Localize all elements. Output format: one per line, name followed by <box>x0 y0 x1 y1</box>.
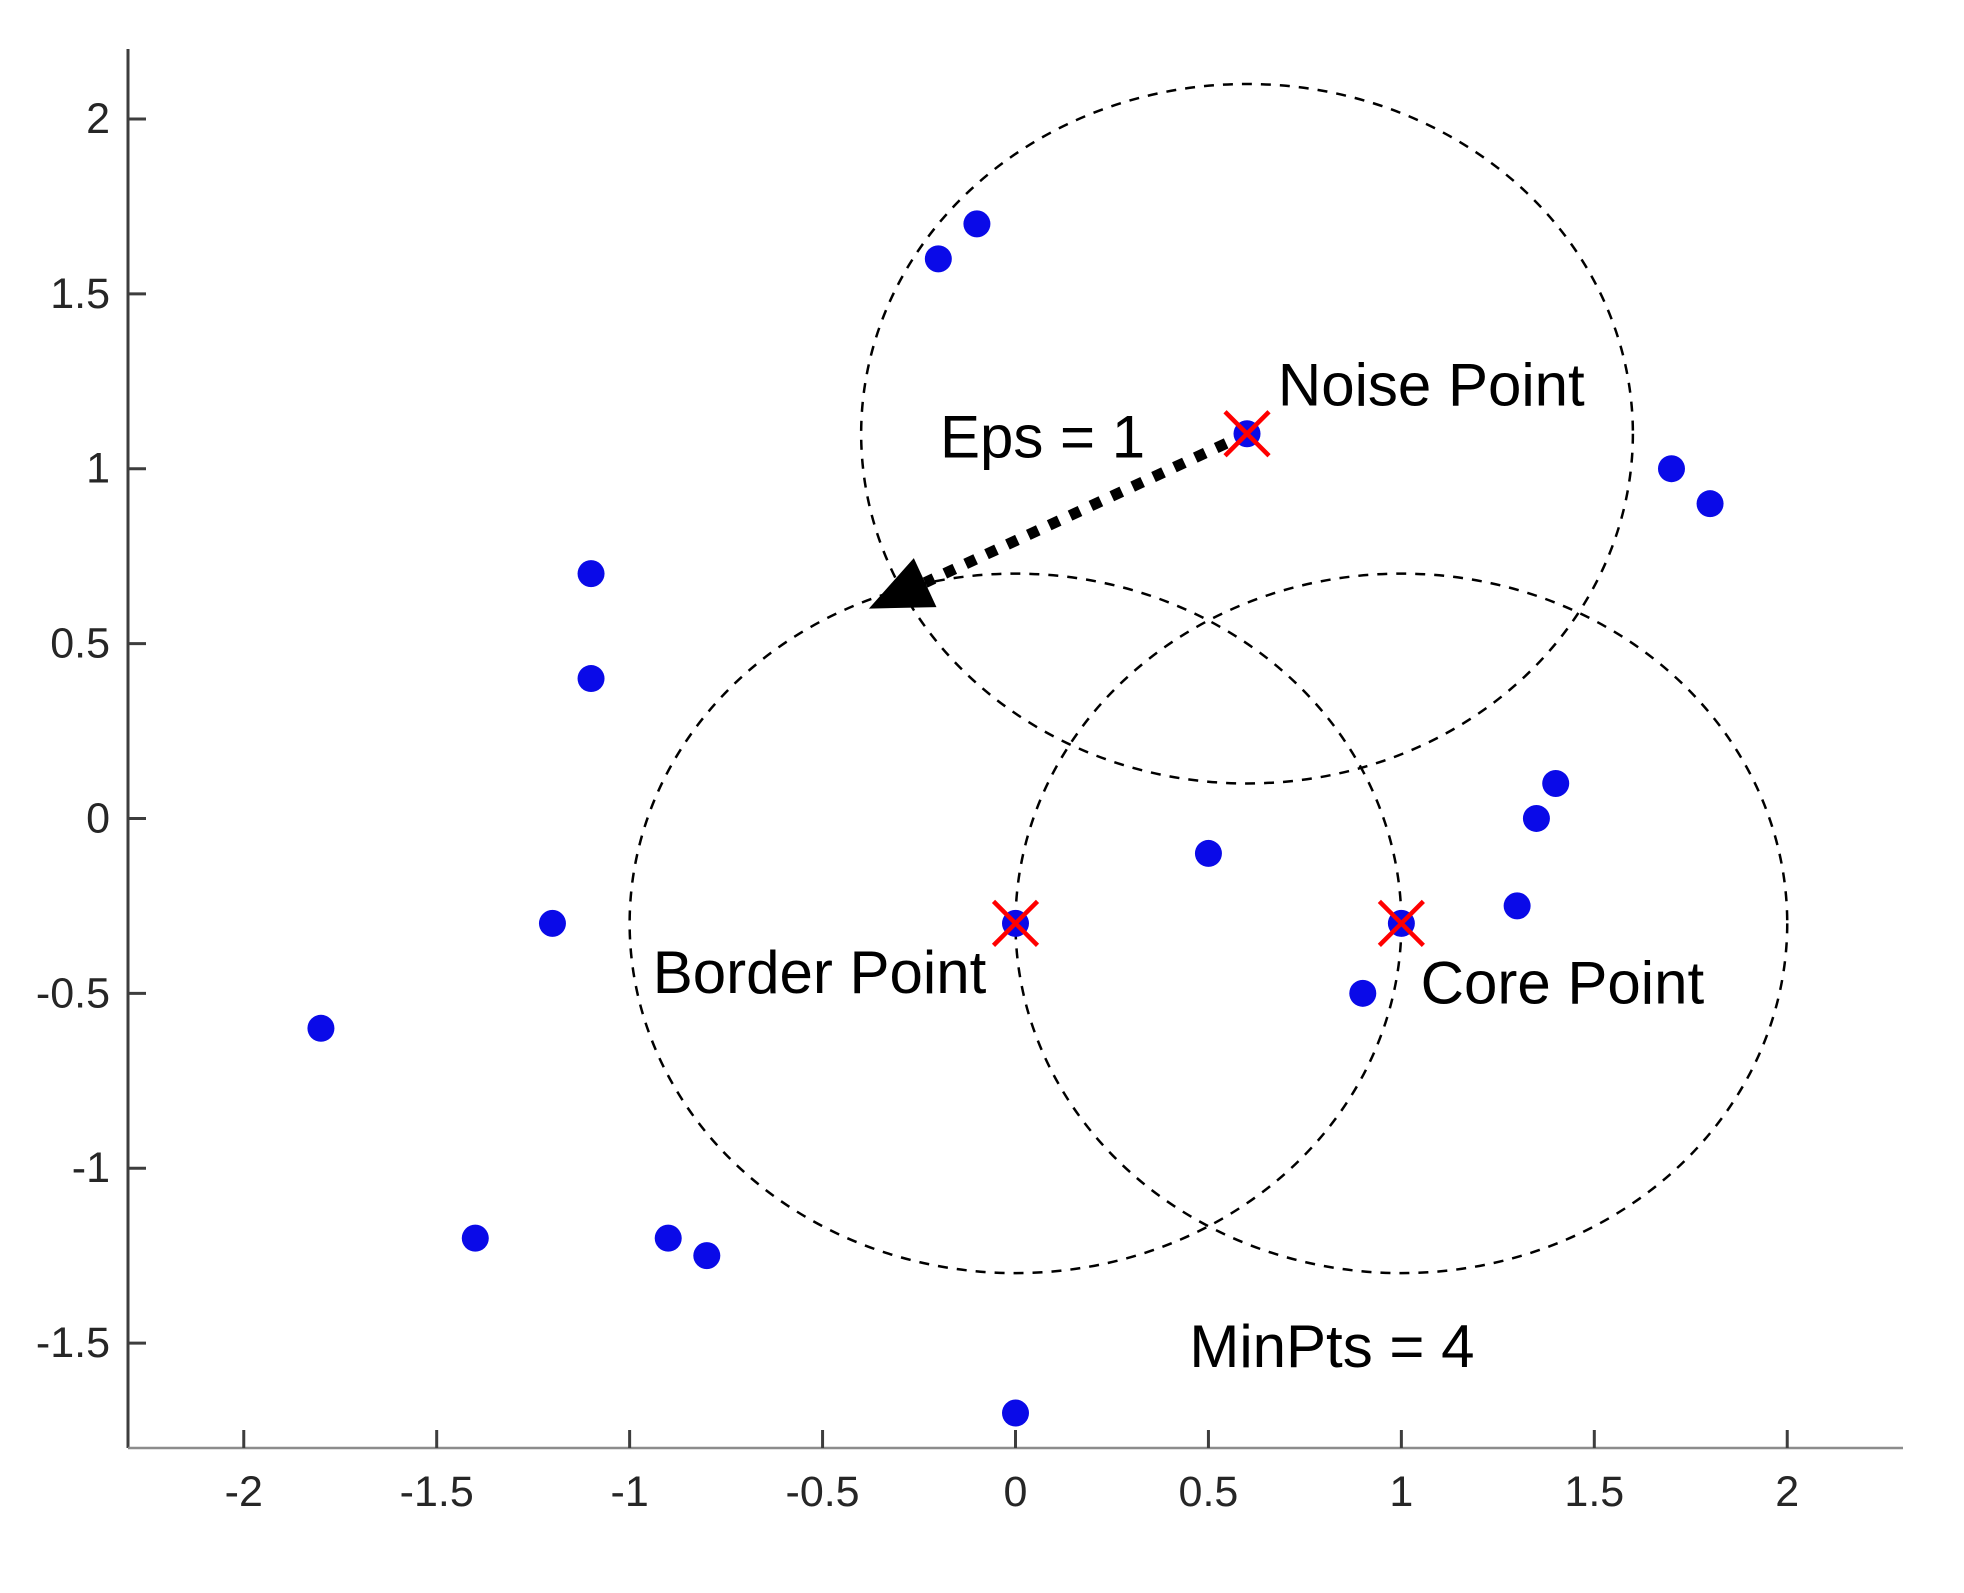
data-point <box>461 1224 489 1252</box>
y-tick-label: -1.5 <box>36 1319 110 1367</box>
y-tick-label: 0 <box>86 794 110 842</box>
data-point <box>654 1224 682 1252</box>
minpts-label: MinPts = 4 <box>1189 1313 1474 1380</box>
x-tick-label: -1.5 <box>400 1468 474 1516</box>
noise-point-label: Noise Point <box>1278 351 1585 418</box>
x-tick-label: 1 <box>1389 1468 1413 1516</box>
x-tick-label: -1 <box>611 1468 649 1516</box>
data-point <box>1696 490 1724 518</box>
eps-arrow-head <box>868 558 937 609</box>
data-point <box>693 1242 721 1270</box>
x-tick-label: 0 <box>1004 1468 1028 1516</box>
noise-eps-circle <box>859 82 1635 785</box>
border-point-x-marker <box>991 899 1040 947</box>
border-point-label: Border Point <box>653 939 987 1006</box>
data-point <box>577 560 605 588</box>
eps-label: Eps = 1 <box>940 404 1145 471</box>
noise-point-x-marker <box>1223 410 1271 458</box>
data-point <box>1542 769 1570 797</box>
data-point <box>1522 804 1550 832</box>
data-point <box>1002 1399 1029 1427</box>
core-point-label: Core Point <box>1421 949 1705 1016</box>
x-tick-label: 0.5 <box>1179 1468 1239 1516</box>
data-point <box>963 210 991 238</box>
x-tick-label: -0.5 <box>786 1468 860 1516</box>
data-point <box>577 665 605 693</box>
y-tick-label: -1 <box>72 1144 110 1192</box>
y-tick-label: 2 <box>86 95 110 143</box>
data-point <box>1503 892 1531 920</box>
data-point <box>307 1014 335 1042</box>
core-eps-circle <box>1014 572 1789 1275</box>
data-point <box>1194 839 1222 867</box>
y-tick-label: -0.5 <box>36 969 110 1017</box>
x-tick-label: 2 <box>1775 1468 1799 1516</box>
core-point-x-marker <box>1377 899 1425 947</box>
y-tick-label: 1.5 <box>50 270 110 318</box>
x-tick-label: 1.5 <box>1564 1468 1624 1516</box>
data-point <box>924 245 952 273</box>
y-tick-label: 0.5 <box>50 620 110 668</box>
y-tick-label: 1 <box>86 445 110 493</box>
data-point <box>538 909 566 937</box>
data-point <box>1349 979 1377 1007</box>
x-tick-label: -2 <box>225 1468 263 1516</box>
data-point <box>1657 455 1685 483</box>
